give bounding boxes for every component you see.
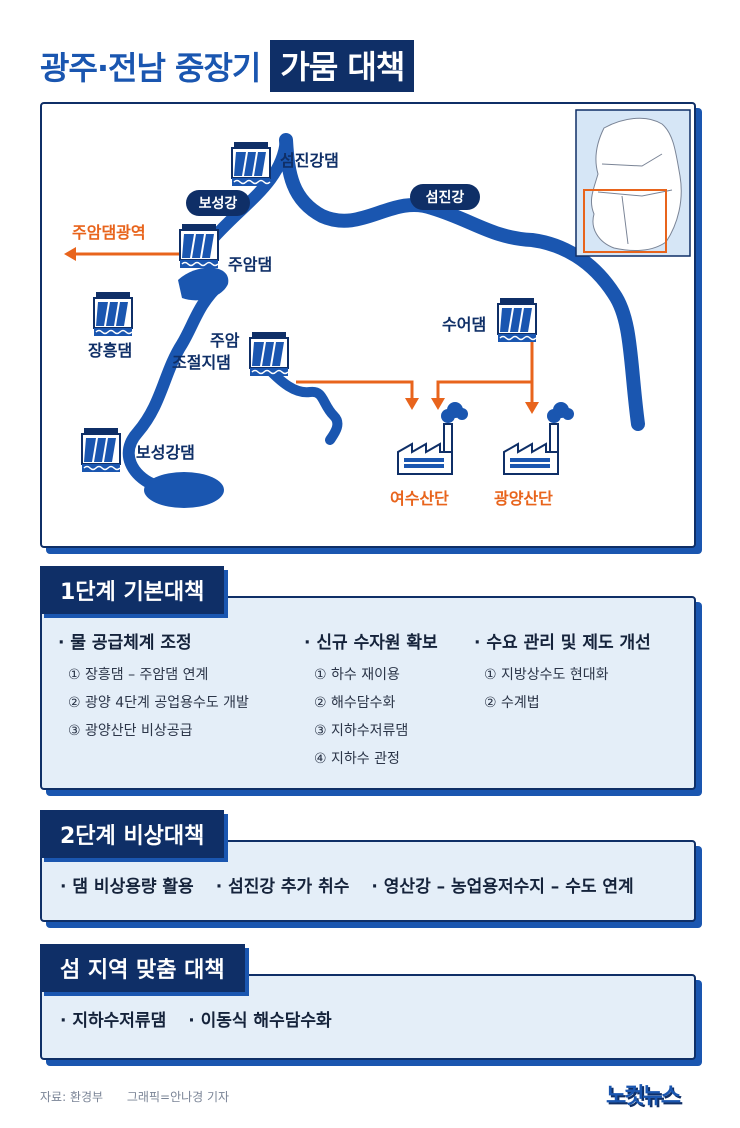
- stage2-item: · 댐 비상용량 활용: [60, 877, 194, 897]
- boseonggang-river-upper: [202, 134, 292, 250]
- map-diagram: 보성강 섬진강 섬진강댐 주암댐 장흥댐 주암 조절지댐 수어댐 보성강댐 주암…: [64, 109, 691, 508]
- stage1-col-3: · 수요 관리 및 제도 개선 ① 지방상수도 현대화 ② 수계법: [474, 628, 651, 717]
- stage1-col-3-heading: · 수요 관리 및 제도 개선: [474, 633, 651, 653]
- stage1-col-2-item: ④ 지하수 관정: [314, 751, 400, 767]
- seomjingang-river: [279, 133, 645, 431]
- stage3-item: · 지하수저류댐: [60, 1011, 167, 1031]
- seomjingang-dam-icon: [231, 141, 271, 187]
- stage2-item: · 섬진강 추가 취수: [215, 877, 350, 897]
- boseonggang-label: 보성강: [199, 195, 238, 212]
- minimap-highlight-box: [583, 189, 667, 253]
- boseong-reservoir: [144, 472, 224, 508]
- juam-control-label-2: 조절지댐: [172, 353, 231, 372]
- stage1-col-2: · 신규 수자원 확보 ① 하수 재이용 ② 해수담수화 ③ 지하수저류댐 ④ …: [304, 628, 438, 773]
- juam-control-label-1: 주암: [210, 331, 240, 350]
- stage2-item: · 영산강 – 농업용저수지 – 수도 연계: [371, 877, 634, 897]
- page-title: 광주·전남 중장기 가뭄 대책: [40, 40, 415, 92]
- jangheung-dam-icon: [93, 291, 133, 337]
- sueo-dam-icon: [497, 297, 537, 343]
- juam-dam-icon: [179, 223, 219, 269]
- yeosu-factory-icon: [397, 401, 469, 475]
- stage1-panel: · 물 공급체계 조정 ① 장흥댐 – 주암댐 연계 ② 광양 4단계 공업용수…: [40, 596, 696, 790]
- stage2-tag: 2단계 비상대책: [40, 810, 225, 858]
- title-highlight: 가뭄 대책: [270, 40, 415, 92]
- stage1-col-2-item: ① 하수 재이용: [314, 667, 400, 683]
- stage3-panel: · 지하수저류댐 · 이동식 해수담수화: [40, 974, 696, 1060]
- stage1-col-3-item: ① 지방상수도 현대화: [484, 667, 609, 683]
- juam-wide-label: 주암댐광역: [72, 223, 146, 242]
- gwangyang-label: 광양산단: [494, 489, 553, 508]
- boseonggang-pill: [186, 190, 250, 216]
- boseonggang-river-lower: [122, 278, 226, 490]
- title-main: 광주·전남 중장기: [40, 49, 261, 87]
- stage3-tag: 섬 지역 맞춤 대책: [40, 944, 245, 992]
- footer-source: 자료: 환경부 그래픽=안나경 기자: [40, 1088, 249, 1105]
- stage1-col-3-item: ② 수계법: [484, 695, 540, 711]
- sueo-dam-label: 수어댐: [442, 315, 486, 334]
- seomjingang-label: 섬진강: [426, 189, 465, 206]
- juam-dam-label: 주암댐: [228, 255, 272, 274]
- stage2-items: · 댐 비상용량 활용 · 섬진강 추가 취수 · 영산강 – 농업용저수지 –…: [60, 872, 634, 897]
- yeosu-label: 여수산단: [390, 489, 449, 508]
- stage1-col-2-item: ③ 지하수저류댐: [314, 723, 409, 739]
- map-panel: 보성강 섬진강 섬진강댐 주암댐 장흥댐 주암 조절지댐 수어댐 보성강댐 주암…: [40, 102, 696, 548]
- stage1-tag: 1단계 기본대책: [40, 566, 225, 614]
- seomjingang-pill: [410, 184, 480, 210]
- juam-control-stream: [259, 359, 343, 445]
- boseonggang-dam-label: 보성강댐: [136, 443, 195, 462]
- stage1-col-1: · 물 공급체계 조정 ① 장흥댐 – 주암댐 연계 ② 광양 4단계 공업용수…: [58, 628, 249, 745]
- stage3-item: · 이동식 해수담수화: [188, 1011, 332, 1031]
- gwangyang-factory-icon: [503, 401, 575, 475]
- stage1-col-1-item: ③ 광양산단 비상공급: [68, 723, 193, 739]
- seomjingang-dam-label: 섬진강댐: [280, 151, 339, 170]
- stage1-col-1-item: ① 장흥댐 – 주암댐 연계: [68, 667, 209, 683]
- juam-control-dam-icon: [249, 331, 289, 377]
- stage1-col-1-heading: · 물 공급체계 조정: [58, 633, 192, 653]
- stage1-col-2-heading: · 신규 수자원 확보: [304, 633, 438, 653]
- source-text: 자료: 환경부: [40, 1090, 104, 1104]
- juam-reservoir: [178, 267, 229, 301]
- nocut-news-logo: 노컷뉴스: [606, 1084, 681, 1109]
- boseonggang-dam-icon: [81, 427, 121, 473]
- jangheung-dam-label: 장흥댐: [88, 341, 132, 360]
- credit-text: 그래픽=안나경 기자: [126, 1090, 230, 1104]
- stage1-col-1-item: ② 광양 4단계 공업용수도 개발: [68, 695, 249, 711]
- stage3-items: · 지하수저류댐 · 이동식 해수담수화: [60, 1006, 332, 1031]
- stage1-col-2-item: ② 해수담수화: [314, 695, 396, 711]
